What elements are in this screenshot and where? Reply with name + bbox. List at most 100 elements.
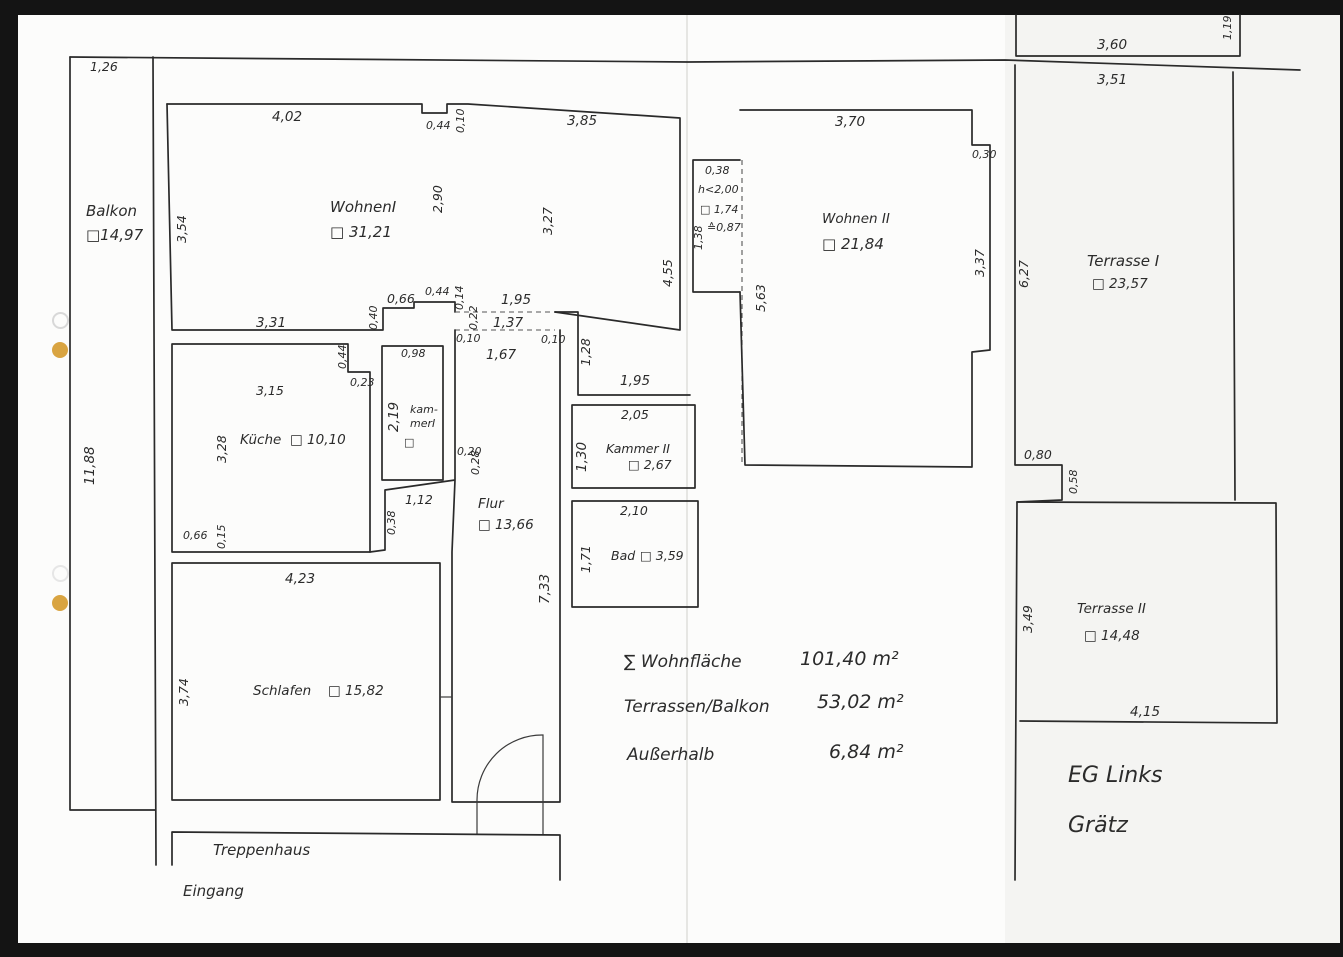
- entrance-door-jamb: [476, 800, 544, 835]
- room-area-flur: □ 13,66: [478, 517, 534, 533]
- dimension-label: 11,88: [82, 446, 98, 485]
- room-area-bad: □ 3,59: [640, 548, 684, 563]
- dimension-label: 3,31: [256, 315, 287, 331]
- flur-opening-dashed: [455, 311, 555, 331]
- room-area-kueche: □ 10,10: [290, 432, 346, 448]
- dimension-label: 4,15: [1130, 704, 1161, 720]
- room-label-kammer1: kam-: [410, 403, 438, 416]
- room-label-schlafen: Schlafen: [253, 683, 312, 699]
- dimension-label: 1,30: [574, 441, 590, 472]
- dimension-label: 1,26: [90, 59, 118, 74]
- room-area-wohnen1: □ 31,21: [330, 223, 392, 241]
- dimension-label: 4,23: [285, 571, 316, 587]
- dimension-label: 0,58: [1067, 469, 1080, 495]
- dimension-label: 0,10: [456, 332, 481, 345]
- dimension-label: 1,12: [405, 492, 433, 507]
- wohnen1-left-wall: [166, 103, 456, 331]
- room-label-eingang: Eingang: [183, 882, 244, 900]
- dimension-label: 0,28: [469, 450, 482, 476]
- room-label-flur: Flur: [478, 496, 504, 512]
- dimension-label: 3,70: [835, 114, 866, 130]
- dimension-label: 3,60: [1097, 37, 1128, 53]
- dimension-label: 1,28: [578, 338, 593, 366]
- room-area-schlafen: □ 15,82: [328, 683, 384, 699]
- room-label-kammer1-2: merI: [410, 417, 436, 430]
- entrance-door-arc: [476, 734, 544, 801]
- wohnen2-outline: [739, 109, 991, 468]
- dimension-label: 0,14: [453, 285, 466, 311]
- dimension-label: 3,27: [540, 207, 555, 235]
- dimension-label: 3,74: [176, 678, 191, 706]
- kammer1-outline: [381, 345, 444, 481]
- dimension-label: 5,63: [753, 284, 768, 312]
- outer-top-wall: [69, 56, 1301, 71]
- dimension-label: 3,37: [972, 249, 987, 277]
- dimension-label: 1,67: [486, 347, 517, 363]
- room-area-wohnen2: □ 21,84: [822, 235, 884, 253]
- dimension-label: 0,10: [454, 108, 467, 134]
- flur-right-wall: [554, 311, 691, 396]
- room-label-wohnen1: WohnenI: [330, 198, 397, 216]
- dimension-label: 1,37: [493, 315, 524, 331]
- dimension-label: 2,10: [620, 503, 648, 518]
- dimension-label: 0,44: [425, 285, 450, 298]
- dimension-label: 3,54: [174, 215, 189, 243]
- dimension-label: 3,49: [1020, 605, 1035, 633]
- wohnen1-outline: [166, 103, 681, 331]
- room-area-kammer1: □: [404, 436, 415, 449]
- dimension-label: 4,02: [272, 109, 303, 125]
- terrasse1-outline: [1014, 64, 1063, 881]
- dimension-label: 0,40: [367, 305, 380, 331]
- treppenhaus-outline: [171, 831, 561, 881]
- room-area-kammer2: □ 2,67: [628, 457, 672, 472]
- paper-sheet-right: [1005, 15, 1340, 943]
- dimension-label: 0,66: [387, 291, 415, 306]
- dimension-label: 0,23: [350, 376, 375, 389]
- dimension-label: 6,27: [1016, 260, 1031, 288]
- room-label-kammer2: Kammer II: [606, 441, 670, 456]
- dimension-label: 0,80: [1024, 447, 1052, 462]
- room-label-treppenhaus: Treppenhaus: [213, 841, 311, 859]
- passage-walls: [692, 159, 741, 293]
- dimension-label: 7,33: [537, 573, 553, 604]
- punch-hole-icon: [52, 342, 68, 358]
- paper-fold: [686, 15, 688, 943]
- room-label-balkon: Balkon: [86, 202, 138, 220]
- summary-ausserhalb-value: 6,84 m²: [829, 741, 904, 763]
- punch-hole-icon: [52, 595, 68, 611]
- dimension-label: 3,15: [256, 383, 284, 398]
- terrasse1-right-wall: [1232, 71, 1236, 501]
- kueche-outline: [171, 343, 371, 553]
- dimension-label: 0,10: [541, 333, 566, 346]
- dimension-label: 0,22: [467, 305, 480, 331]
- dimension-label: 3,51: [1097, 72, 1128, 88]
- summary-ausserhalb-label: Außerhalb: [627, 745, 715, 765]
- balkon-outline: [69, 56, 156, 811]
- plan-note-name: Grätz: [1068, 813, 1128, 838]
- dimension-label: 1,19: [1221, 15, 1234, 41]
- dimension-label: 4,55: [660, 259, 675, 287]
- dimension-label: 0,66: [183, 529, 208, 542]
- summary-wohnflaeche-value: 101,40 m²: [800, 648, 899, 670]
- room-label-terrasse1: Terrasse I: [1087, 252, 1160, 270]
- punch-hole-icon: [52, 565, 69, 582]
- top-right-box: [1015, 14, 1241, 57]
- room-label-kueche: Küche: [240, 432, 282, 448]
- dimension-label: 1,38: [692, 225, 705, 251]
- summary-wohnflaeche-label: ∑ Wohnfläche: [624, 652, 742, 672]
- punch-hole-icon: [52, 312, 69, 329]
- dimension-label: h<2,00: [698, 183, 739, 196]
- dimension-label: 1,95: [501, 292, 532, 308]
- room-area-terrasse1: □ 23,57: [1092, 276, 1148, 292]
- dimension-label: 0,44: [336, 344, 349, 370]
- dimension-label: 1,71: [578, 545, 593, 573]
- dimension-label: 2,90: [430, 185, 445, 213]
- dimension-label: 0,98: [401, 347, 426, 360]
- dimension-label: 1,95: [620, 373, 651, 389]
- dimension-label: 0,44: [426, 119, 451, 132]
- summary-terrassen-value: 53,02 m²: [817, 691, 904, 713]
- dimension-label: 2,05: [621, 407, 649, 422]
- room-label-bad: Bad: [611, 548, 636, 563]
- dimension-label: 0,38: [705, 164, 730, 177]
